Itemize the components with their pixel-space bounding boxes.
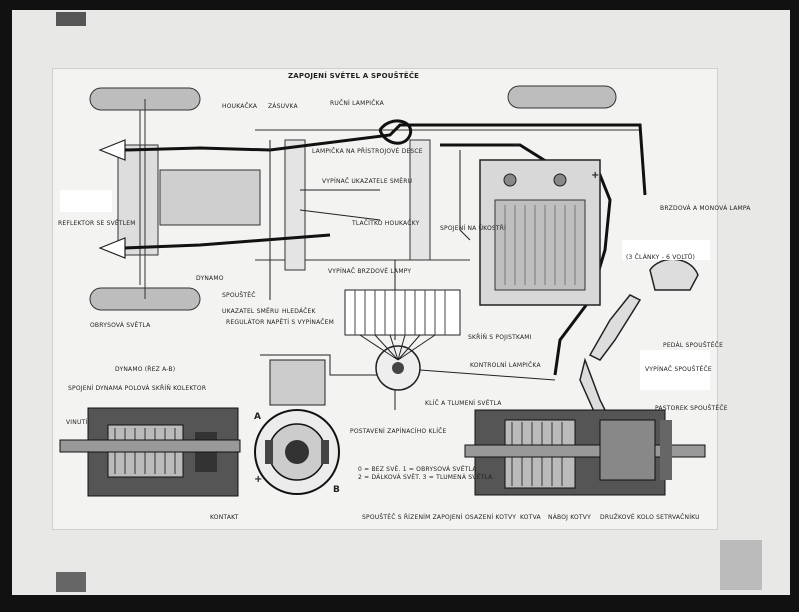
starter-pedal (579, 258, 699, 427)
label-klic-legend-1: 0 = BEZ SVĚ. 1 = OBRYSOVÁ SVĚTLA (358, 466, 477, 473)
label-tlacitko-houkacky: TLAČÍTKO HOUKAČKY (352, 220, 420, 227)
battery-terminal-icon (553, 173, 567, 187)
film-edge-bottom (0, 595, 799, 612)
starter-section (464, 409, 706, 496)
label-kontrolni-lampicka: KONTROLNÍ LAMPIČKA (470, 362, 541, 369)
label-zapojeni-vedeni: POSTAVENÍ ZAPÍNACÍHO KLÍČE (350, 428, 447, 435)
tape-piece (56, 12, 86, 26)
label-brzdova-lampa: BRZDOVÁ A MONOVÁ LAMPA (660, 205, 751, 212)
key-switch (359, 334, 436, 391)
label-klic-legend-2: 2 = DÁLKOVÁ SVĚT. 3 = TLUMENÁ SVĚTLA (358, 474, 493, 481)
dynamo-section (59, 407, 241, 497)
label-lampicka-desce: LAMPIČKA NA PŘÍSTROJOVÉ DESCE (312, 148, 423, 155)
dynamo-plus-sign: + (254, 474, 263, 485)
label-A: A (254, 412, 262, 422)
diagram-title: ZAPOJENÍ SVĚTEL A SPOUŠTĚČE (288, 72, 420, 80)
label-clanky: (3 ČLÁNKY - 6 VOLTŮ) (626, 254, 696, 261)
label-vypinac-klic: KLÍČ A TLUMENÍ SVĚTLA (425, 400, 502, 407)
headlight-right-icon (98, 237, 126, 259)
label-spoustec-rez: SPOUŠTĚČ S ŘÍZENÍM ZAPOJENÍ (362, 514, 463, 521)
label-vypinac-brzdove: VYPÍNAČ BRZDOVÉ LAMPY (328, 268, 412, 275)
label-dynamo-rez: DYNAMO (ŘEZ A-B) (115, 366, 176, 373)
label-vypinac-spoustece: VYPÍNAČ SPOUŠTĚČE (645, 366, 712, 373)
label-spojeni-ukostri: SPOJENÍ NA ÚKOSTŘÍ (440, 225, 507, 232)
label-panel (622, 240, 710, 260)
battery (479, 159, 601, 306)
label-B: B (333, 485, 341, 495)
film-edge-right (790, 0, 799, 612)
label-regulace: REGULÁTOR NAPĚTÍ S VYPÍNAČEM (226, 319, 335, 326)
label-houkacka: HOUKAČKA (222, 103, 258, 110)
label-panel (640, 350, 710, 390)
label-panel (60, 190, 112, 212)
label-druzkove-kolo: DRUŽKOVÉ KOLO SETRVAČNÍKU (600, 514, 700, 521)
label-kotva: KOTVA (520, 514, 541, 521)
label-spoustec: SPOUŠTĚČ (222, 292, 256, 299)
label-naboj-kotvy: NÁBOJ KOTVY (548, 514, 591, 521)
wheels (89, 85, 617, 311)
label-svetlomet: REFLEKTOR SE SVĚTLEM (58, 220, 136, 227)
label-pedal: PEDÁL SPOUŠTĚČE (663, 342, 724, 349)
battery-terminal-icon (503, 173, 517, 187)
dynamo-regulator (269, 359, 326, 406)
film-edge-top (0, 0, 799, 10)
label-osazeni-kotvy: OSAZENÍ KOTVY (465, 514, 517, 521)
dynamo-end-view (254, 409, 340, 495)
label-pojistky: SKŘÍŇ S POJISTKAMI (468, 334, 532, 341)
fuse-box (344, 289, 461, 336)
label-panels (60, 190, 710, 390)
label-kontakt: KONTAKT (210, 514, 239, 521)
battery-minus-sign: − (512, 140, 521, 151)
tape-piece-right (720, 540, 762, 590)
battery-plus-sign: + (591, 170, 600, 181)
label-vypinac-ukazatele: VYPÍNAČ UKAZATELE SMĚRU (322, 178, 413, 185)
tape-piece-bottom (56, 572, 86, 592)
headlight-left-icon (98, 139, 126, 161)
label-hledacek: HLEDÁČEK (282, 308, 316, 315)
label-dynamo-sub: SPOJENÍ DYNAMA POLOVÁ SKŘÍŇ KOLEKTOR (68, 385, 207, 392)
label-zasuvka: ZÁSUVKA (268, 103, 298, 110)
label-dynamo-vinuti: VINUTÍ (66, 419, 88, 426)
label-rucni-lampicka: RUČNÍ LAMPIČKA (330, 100, 384, 107)
label-dynamo: DYNAMO (196, 275, 224, 282)
label-sloupek: OBRYSOVÁ SVĚTLA (90, 322, 151, 329)
label-ukazatel-smeru: UKAZATEL SMĚRU (222, 308, 279, 315)
wheel-rear-left (507, 85, 617, 109)
label-pastorek: PASTOREK SPOUŠTĚČE (655, 405, 728, 412)
